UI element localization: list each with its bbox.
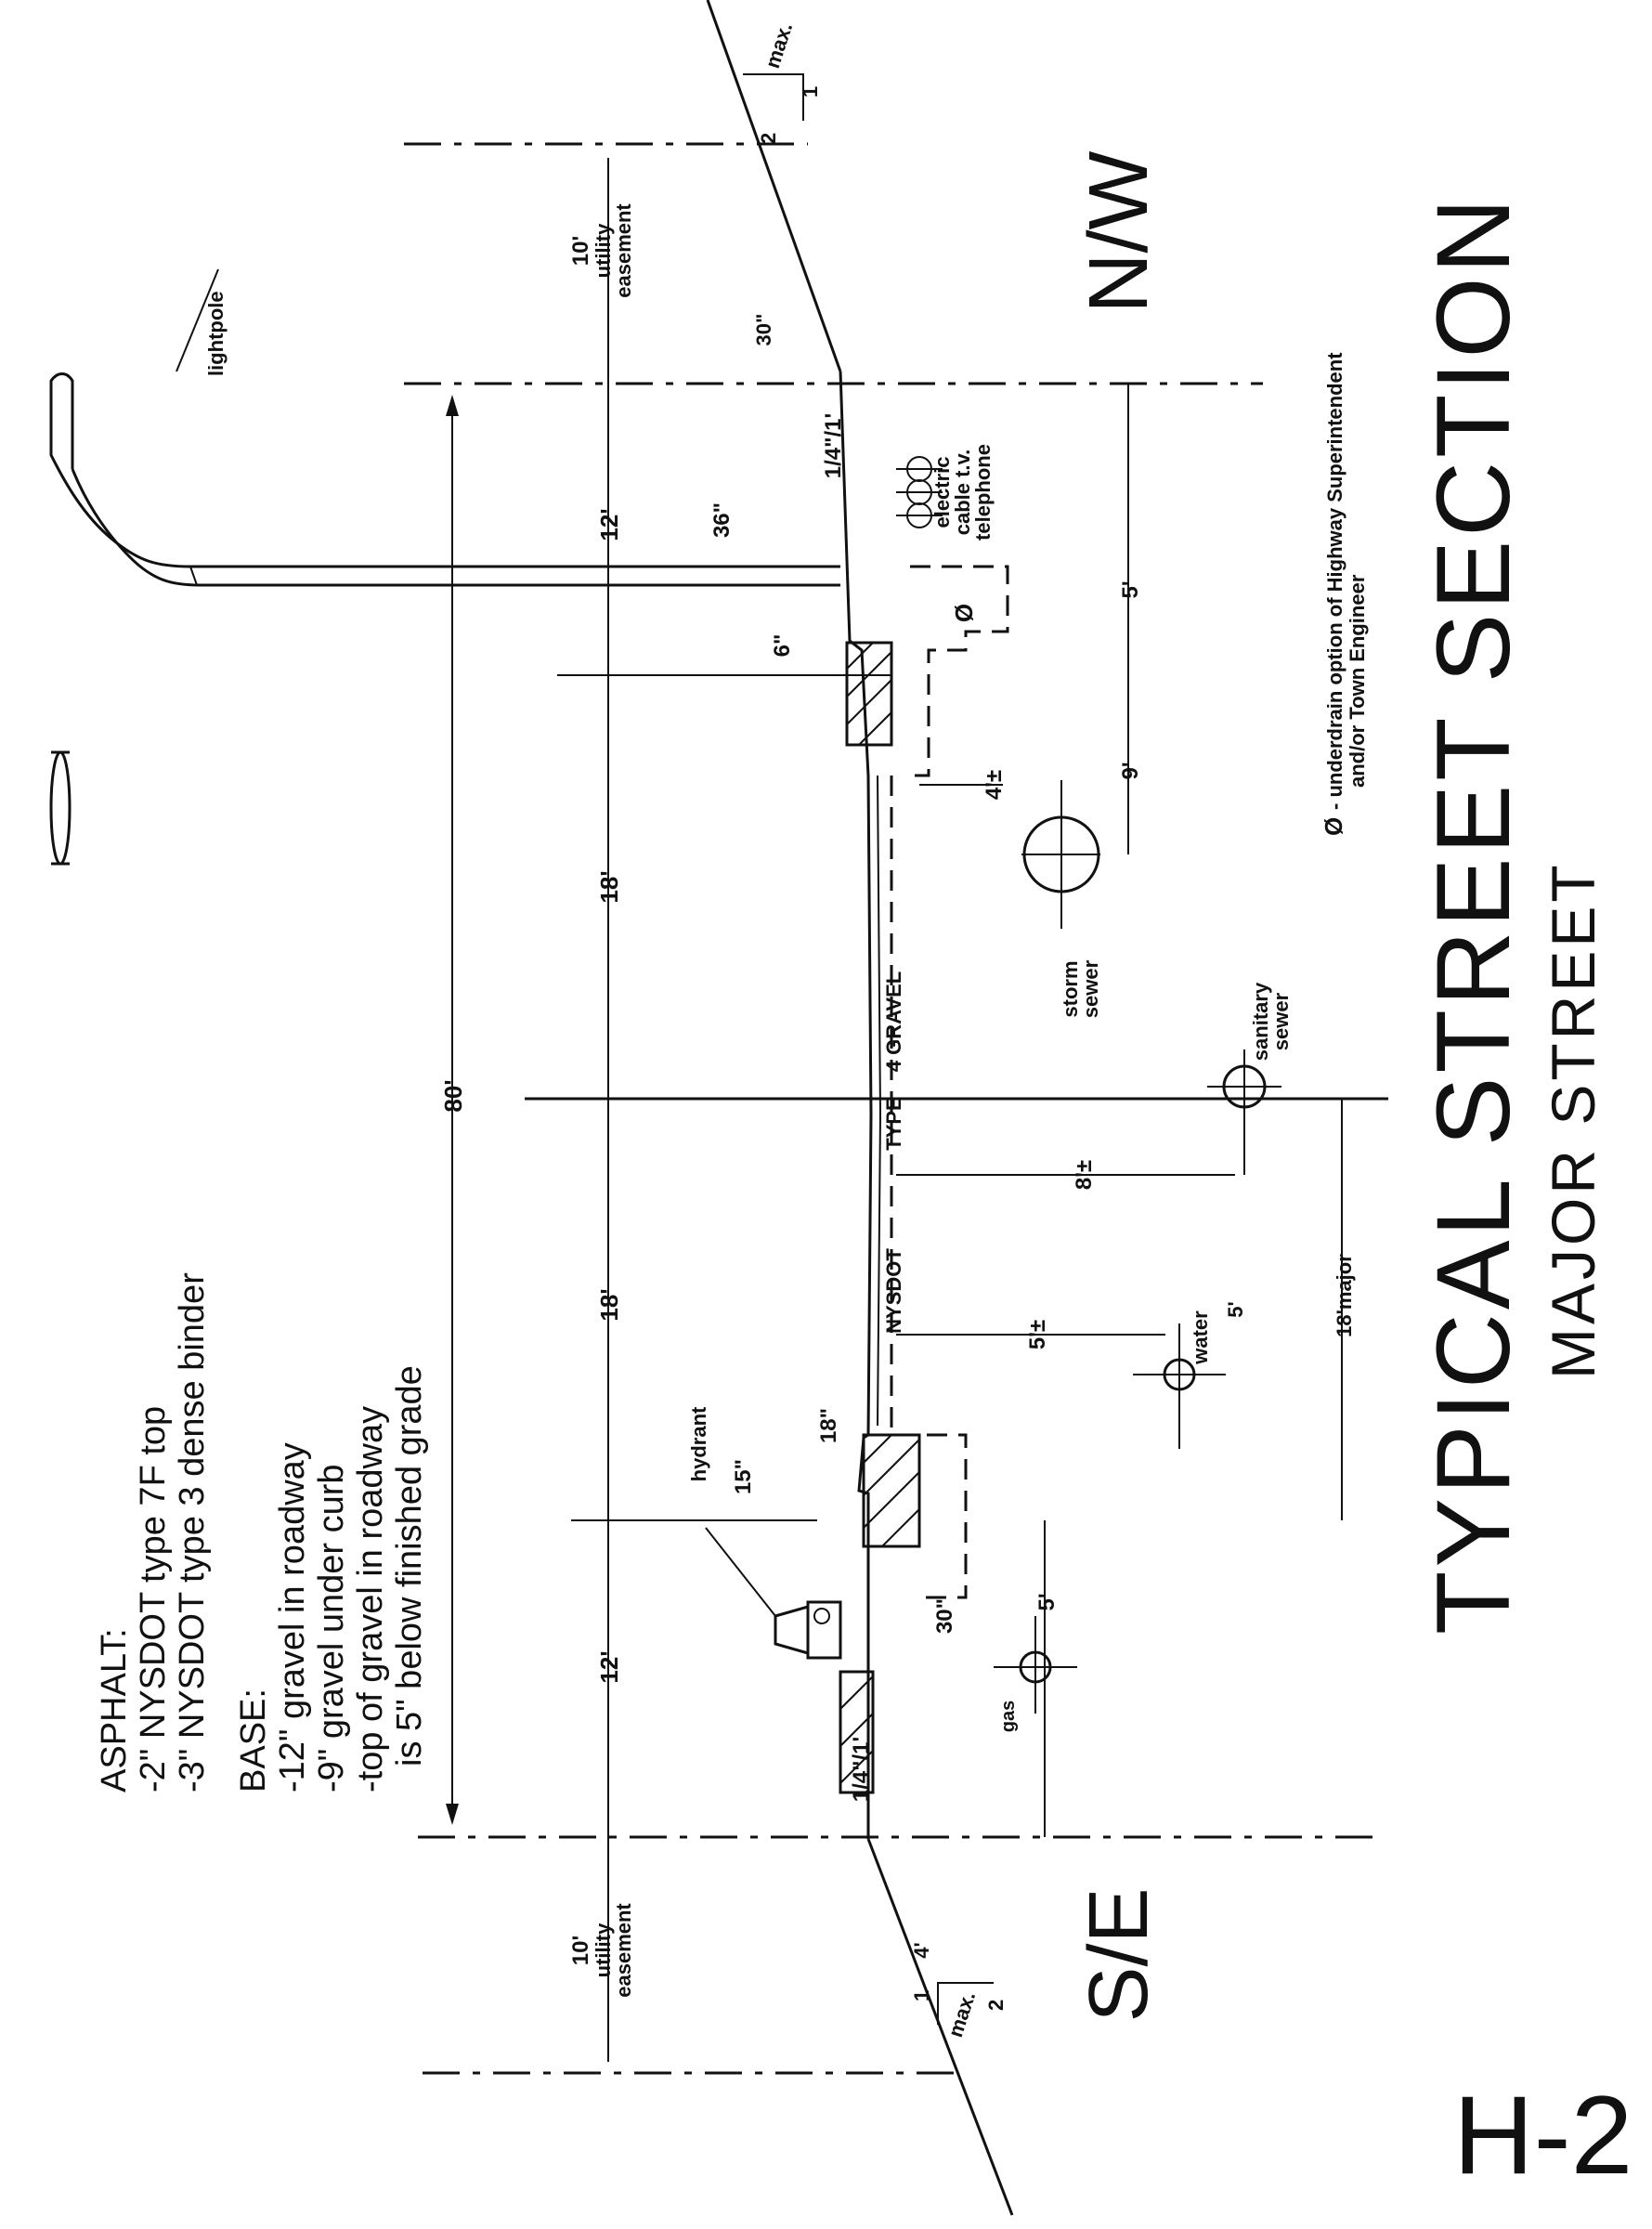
underdrain-note-line-2: and/or Town Engineer [1346,574,1369,788]
sanitary-label-1: sanitary [1249,982,1272,1061]
dim-80: 80' [439,1079,467,1112]
electric-offset-dim: 5' [1118,580,1143,598]
lightpole-leader [176,268,219,372]
water-depth-dim: 5'± [1025,1320,1050,1349]
gravel-label-3: 4 GRAVEL [882,971,905,1072]
slope-triangle-left [937,1982,994,2025]
luminaire-caps [51,750,70,866]
cross-slope-right: 1/4"/1' [821,413,846,478]
pavement-bottom [877,775,882,1427]
lane-left: 18' [595,1288,623,1321]
asphalt-heading: ASPHALT: [95,1628,134,1792]
asphalt-notes: ASPHALT: -2" NYSDOT type 7F top -3" NYSD… [95,1272,429,1792]
slope-max-right: max. [761,20,797,71]
easement-left-label-1: utility [592,1923,615,1977]
luminaire [49,750,72,866]
storm-label-1: storm [1059,960,1082,1017]
walk-zone-left: 12' [595,1650,623,1683]
hydrant-label: hydrant [687,1406,710,1481]
conduit-bank [896,456,943,528]
base-line-3: -top of gravel in roadway [351,1406,390,1792]
storm-depth-dim: 4'± [982,770,1007,800]
base-heading: BASE: [234,1688,273,1792]
walk-zone-right: 12' [595,508,623,541]
lightpole-head [49,372,74,469]
slope-rise-right: 1 [799,86,822,98]
major-dim: 18'major [1333,1254,1356,1337]
sanitary-depth-dim: 8'± [1072,1160,1097,1190]
easement-left-label-2: easement [612,1903,635,1998]
electric-label: electric cable t.v. telephone [930,444,995,541]
gravel-outline-main [890,776,968,1599]
pole-joint [189,566,198,586]
lightpole-arm-inner [71,468,840,587]
asphalt-line-2: -3" NYSDOT type 3 dense binder [173,1272,212,1792]
easement-right-label-1: utility [592,223,615,278]
sanitary-label: sanitary sewer [1249,982,1293,1061]
slope-run-left: 2 [984,2000,1008,2011]
title-block: TYPICAL STREET SECTION MAJOR STREET [1415,194,1607,1635]
slope-max-left: max. [943,1988,980,2040]
curb-height: 6" [770,634,795,658]
gas-offset-dim: 5' [1034,1593,1060,1610]
dim-80-arrow-bottom [446,1804,459,1825]
side-label-left: S/E [1073,1887,1165,2022]
hydrant-dim-18: 18" [816,1408,841,1443]
hydrant-symbol [705,1527,842,1660]
electric-label-1: electric [930,456,954,528]
offset-4-left: 4' [910,1942,933,1958]
pavement-surface [839,371,873,1839]
drawing-subtitle: MAJOR STREET [1539,861,1607,1379]
drawing-title: TYPICAL STREET SECTION [1415,194,1531,1635]
easement-left-width: 10' [568,1936,593,1965]
lane-right: 18' [595,870,623,903]
water-offset-dim: 5' [1224,1301,1247,1317]
gas-label: gas [998,1701,1019,1732]
storm-label-2: sewer [1079,959,1102,1018]
base-line-1: -12" gravel in roadway [273,1442,312,1792]
curb-right [845,641,893,747]
lightpole-setback: 36" [709,502,735,538]
gravel-label-1: NYSDOT [882,1248,905,1334]
slope-rise-left: 1 [910,1990,933,2001]
hydrant-dim-15: 15" [731,1459,756,1494]
base-line-2: -9" gravel under curb [312,1464,351,1792]
water-label: water [1189,1310,1212,1365]
gravel-label-2: TYPE [882,1097,905,1150]
slope-triangle-right [743,73,804,121]
sheet-number: H-2 [1453,2073,1632,2197]
underdrain-note-symbol: Ø [1320,817,1347,836]
storm-offset-dim: 9' [1118,762,1143,779]
curb-left [862,1433,921,1548]
underdrain-note-line-1: - underdrain option of Highway Superinte… [1323,352,1346,810]
easement-left: 10' utility easement [568,1903,635,1998]
slope-run-right: 2 [757,133,780,144]
storm-label: storm sewer [1059,959,1102,1018]
offset-30-right: 30" [752,314,775,346]
underdrain-symbol: Ø [950,604,978,622]
side-label-right: N/W [1073,150,1165,313]
cross-slope-left: 1/4"/1' [849,1737,874,1802]
easement-right-width: 10' [568,236,593,266]
underdrain-note: Ø - underdrain option of Highway Superin… [1320,352,1369,836]
base-line-4: is 5" below finished grade [390,1365,429,1766]
depth-30-left: 30" [932,1598,957,1634]
easement-right-label-2: easement [612,203,635,298]
dim-80-arrow-top [446,395,459,416]
sanitary-label-2: sewer [1269,992,1293,1050]
asphalt-line-1: -2" NYSDOT type 7F top [134,1406,173,1792]
left-slope-line [866,1838,1014,2216]
gravel-outline-right [905,565,1009,777]
lightpole-label: lightpole [204,291,228,376]
right-slope-line [706,0,842,372]
electric-label-3: telephone [971,444,995,541]
electric-label-2: cable t.v. [951,450,974,536]
easement-right: 10' utility easement [568,203,635,298]
sidewalk-left [839,1670,875,1794]
